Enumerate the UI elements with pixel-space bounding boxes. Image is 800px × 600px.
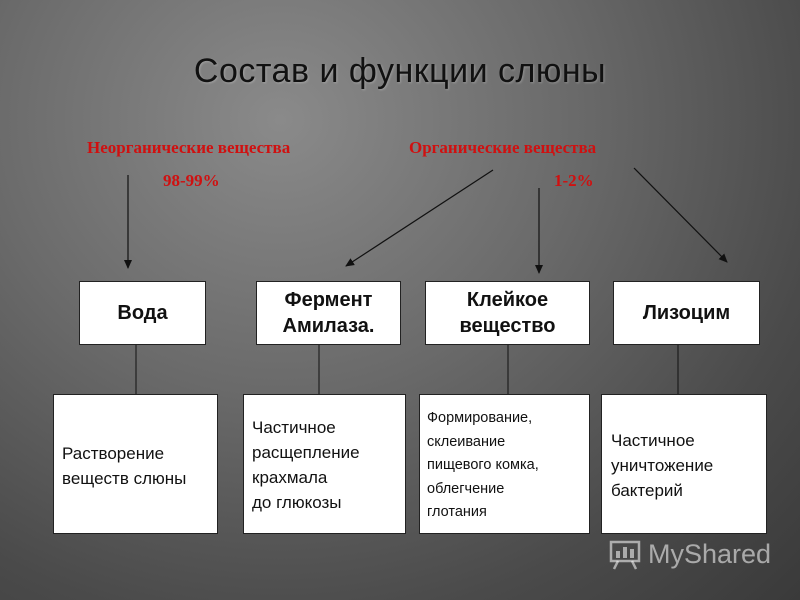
component-box-lysozyme: Лизоцим bbox=[613, 281, 760, 345]
presentation-icon bbox=[609, 540, 641, 570]
function-sticky-substance: Формирование, склеивание пищевого комка,… bbox=[419, 394, 590, 534]
component-box-amylase: Фермент Амилаза. bbox=[256, 281, 401, 345]
inorganic-percent: 98-99% bbox=[163, 171, 220, 190]
component-box-water: Вода bbox=[79, 281, 206, 345]
organic-label: Органические вещества bbox=[409, 138, 597, 157]
arrow-to-lysozyme bbox=[633, 167, 728, 263]
component-box-sticky-substance: Клейкое вещество bbox=[425, 281, 590, 345]
organic-percent: 1-2% bbox=[554, 171, 594, 190]
watermark-text: MyShared bbox=[648, 538, 772, 569]
inorganic-label: Неорганические вещества bbox=[87, 138, 291, 157]
function-lysozyme: Частичное уничтожение бактерий bbox=[601, 394, 767, 534]
watermark-logo: MyShared bbox=[608, 537, 771, 571]
arrow-to-amylase bbox=[345, 169, 494, 267]
function-amylase: Частичное расщепление крахмала до глюкоз… bbox=[243, 394, 406, 534]
function-water: Растворение веществ слюны bbox=[53, 394, 218, 534]
page-title: Состав и функции слюны bbox=[193, 52, 607, 90]
